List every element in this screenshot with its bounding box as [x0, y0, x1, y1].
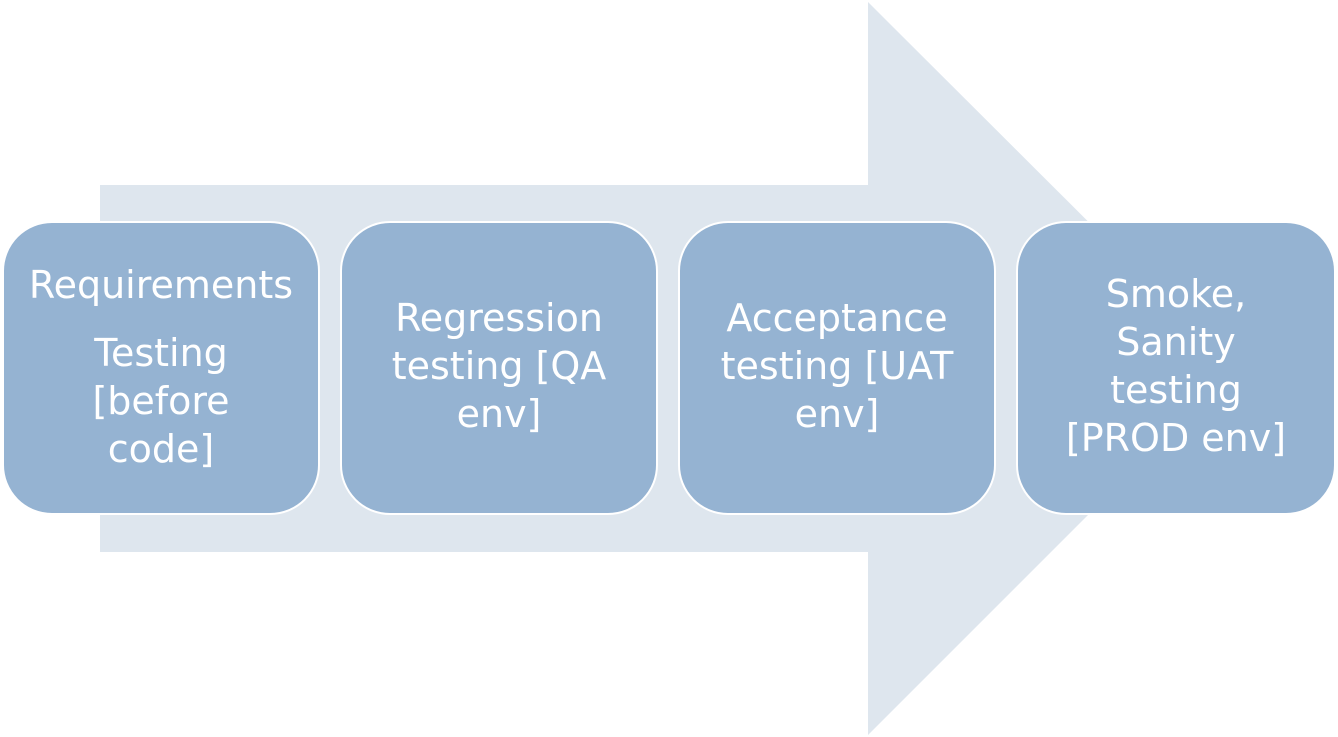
step-4-body: Smoke, Sanity testing [PROD env] — [1065, 272, 1287, 460]
arrow-shape — [100, 2, 1235, 735]
step-regression: Regression testing [QA env] — [340, 221, 658, 515]
step-2-body: Regression testing [QA env] — [391, 296, 607, 436]
step-requirements: Requirements Testing [before code] — [2, 221, 320, 515]
step-1-heading: Requirements — [28, 263, 294, 307]
step-3-body: Acceptance testing [UAT env] — [720, 296, 954, 436]
step-smoke-sanity: Smoke, Sanity testing [PROD env] — [1016, 221, 1336, 515]
step-acceptance: Acceptance testing [UAT env] — [678, 221, 996, 515]
step-1-body: Testing [before code] — [92, 331, 230, 471]
